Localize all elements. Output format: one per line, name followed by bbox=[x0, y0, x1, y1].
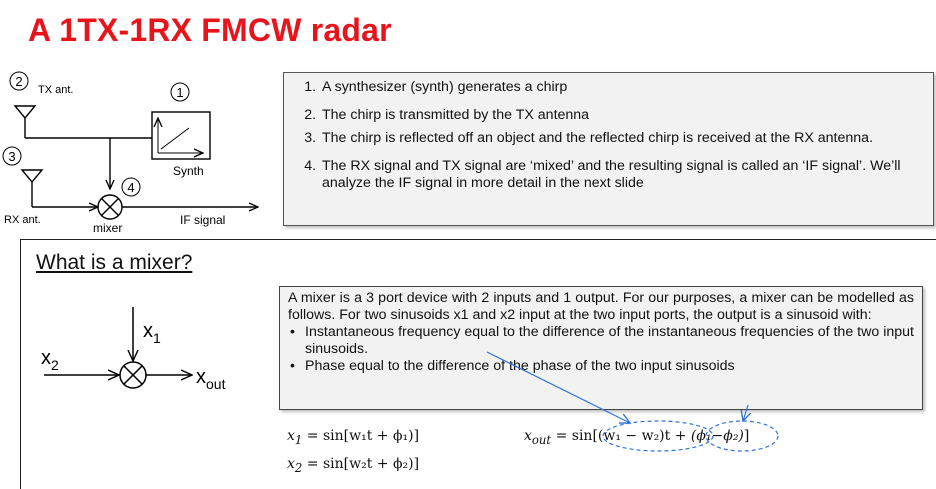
xout-label: xout bbox=[196, 366, 226, 392]
step-item: A synthesizer (synth) generates a chirp bbox=[320, 79, 923, 96]
x1-label: x1 bbox=[143, 320, 161, 346]
svg-text:2: 2 bbox=[15, 74, 22, 89]
bullet-item: Phase equal to the difference of the pha… bbox=[290, 358, 914, 375]
equation-x1: x1 = sin[w₁t + ϕ₁)] bbox=[287, 428, 420, 447]
equation-x2: x2 = sin[w₂t + ϕ₂)] bbox=[287, 456, 420, 475]
mixer-icon bbox=[97, 194, 123, 220]
step-item: The chirp is reflected off an object and… bbox=[320, 130, 923, 147]
steps-box: A synthesizer (synth) generates a chirp … bbox=[283, 72, 934, 226]
mixer-model-diagram: x1 x2 xout bbox=[41, 307, 226, 392]
mixer-symbol-icon bbox=[119, 361, 147, 389]
mixer-label: mixer bbox=[93, 221, 122, 235]
synth-label: Synth bbox=[173, 164, 204, 178]
marker-3: 3 bbox=[2, 146, 22, 166]
svg-text:1: 1 bbox=[176, 85, 183, 100]
mixer-description: A mixer is a 3 port device with 2 inputs… bbox=[288, 290, 914, 323]
radar-block-diagram: 2 TX ant. 1 Synth 3 RX ant. 4 mi bbox=[2, 71, 280, 235]
mixer-description-box: A mixer is a 3 port device with 2 inputs… bbox=[279, 286, 923, 410]
marker-2: 2 bbox=[9, 71, 29, 91]
step-item: The RX signal and TX signal are ‘mixed’ … bbox=[320, 158, 923, 192]
if-signal-label: IF signal bbox=[180, 213, 225, 227]
rx-antenna-label: RX ant. bbox=[4, 214, 41, 226]
step-item: The chirp is transmitted by the TX anten… bbox=[320, 107, 923, 124]
marker-4: 4 bbox=[121, 177, 141, 197]
tx-antenna-icon bbox=[13, 105, 37, 138]
page-title: A 1TX-1RX FMCW radar bbox=[28, 12, 392, 48]
marker-1: 1 bbox=[170, 82, 190, 102]
svg-text:3: 3 bbox=[8, 149, 15, 164]
bullet-item: Instantaneous frequency equal to the dif… bbox=[290, 324, 914, 358]
synth-block bbox=[151, 111, 211, 160]
svg-text:4: 4 bbox=[127, 180, 134, 195]
x2-label: x2 bbox=[41, 347, 59, 373]
tx-antenna-label: TX ant. bbox=[38, 84, 73, 96]
mixer-bullets: Instantaneous frequency equal to the dif… bbox=[288, 324, 914, 375]
equation-xout: xout = sin[(w₁ − w₂)t + (ϕ₁−ϕ₂)] bbox=[524, 428, 750, 447]
steps-list: A synthesizer (synth) generates a chirp … bbox=[284, 73, 933, 192]
mixer-panel bbox=[20, 239, 936, 489]
mixer-heading: What is a mixer? bbox=[36, 251, 193, 274]
rx-antenna-icon bbox=[20, 169, 44, 207]
